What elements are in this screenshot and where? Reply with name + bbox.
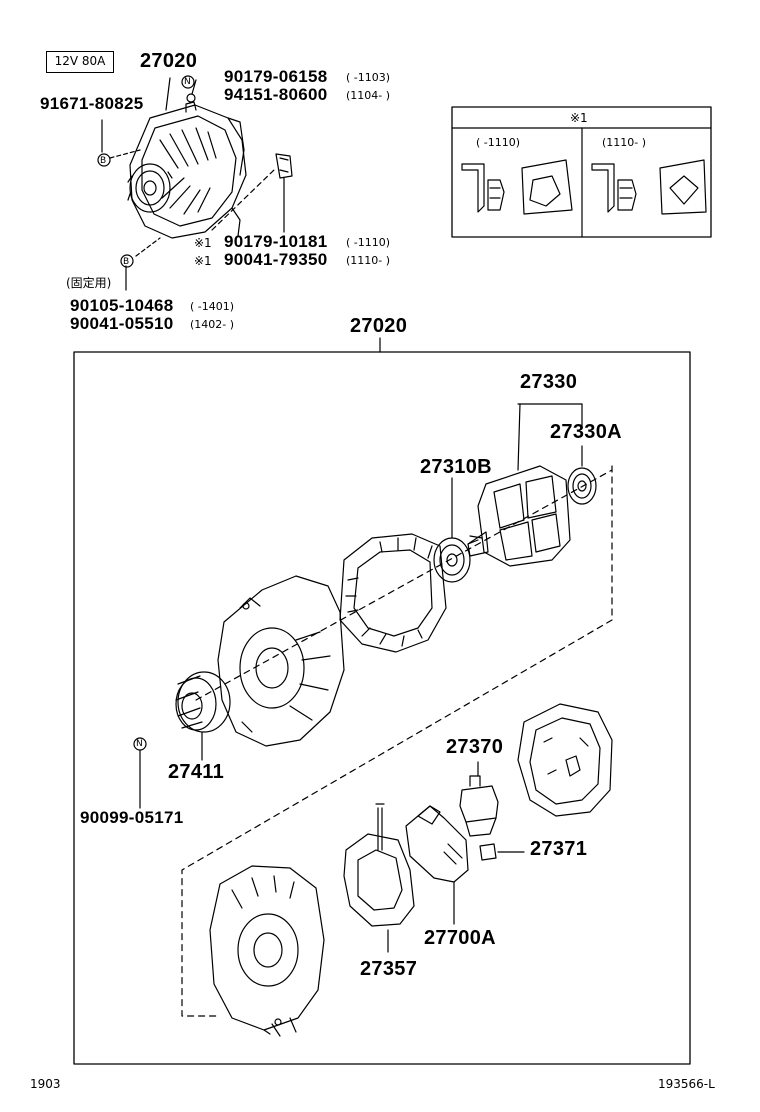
part-90105-10468[interactable]: 90105-10468	[70, 296, 174, 315]
part-27310B[interactable]: 27310B	[420, 456, 492, 478]
footer-right-code: 193566-L	[658, 1077, 715, 1091]
inset-title: ※1	[570, 111, 588, 125]
part-90179-06158[interactable]: 90179-06158	[224, 67, 328, 86]
alternator-assembly-drawing	[101, 77, 293, 291]
marker-b-lower: B	[123, 257, 130, 267]
fixing-note: (固定用)	[66, 276, 112, 290]
bearing-drawing	[433, 477, 471, 583]
part-27357[interactable]: 27357	[360, 958, 418, 980]
marker-circles	[97, 75, 195, 751]
part-27411[interactable]: 27411	[168, 761, 225, 783]
inset-left-range: ( -1110)	[476, 136, 521, 149]
part-90179-10181[interactable]: 90179-10181	[224, 232, 328, 251]
part-90099-05171[interactable]: 90099-05171	[80, 808, 184, 827]
pulley-drawing	[139, 671, 231, 809]
assembly-number-main[interactable]: 27020	[350, 315, 408, 337]
range-94151-80600: (1104- )	[346, 89, 391, 102]
marker-n-lower: N	[136, 739, 143, 749]
rear-end-frame-drawing	[209, 865, 325, 1037]
rectifier-drawing	[343, 803, 415, 953]
range-90179-06158: ( -1103)	[346, 71, 391, 84]
part-27371[interactable]: 27371	[530, 838, 588, 860]
inset-variant-box	[451, 106, 712, 238]
star-note-2: ※1	[194, 254, 212, 268]
range-90105-10468: ( -1401)	[190, 300, 235, 313]
part-27330A[interactable]: 27330A	[550, 421, 622, 443]
assembly-number-top[interactable]: 27020	[140, 50, 198, 72]
stator-drawing	[339, 533, 447, 653]
range-90041-05510: (1402- )	[190, 318, 235, 331]
spec-box: 12V 80A	[46, 51, 114, 73]
footer-left-code: 1903	[30, 1077, 61, 1091]
part-90041-79350[interactable]: 90041-79350	[224, 250, 328, 269]
regulator-drawing	[405, 805, 469, 925]
part-90041-05510[interactable]: 90041-05510	[70, 314, 174, 333]
rear-cover-drawing	[517, 703, 613, 817]
drive-end-frame-drawing	[217, 575, 345, 747]
brush-holder-drawing	[459, 761, 525, 861]
part-94151-80600[interactable]: 94151-80600	[224, 85, 328, 104]
marker-n-top: N	[184, 77, 191, 87]
inset-right-range: (1110- )	[602, 136, 647, 149]
star-note-1: ※1	[194, 236, 212, 250]
range-90179-10181: ( -1110)	[346, 236, 391, 249]
range-90041-79350: (1110- )	[346, 254, 391, 267]
part-27370[interactable]: 27370	[446, 736, 504, 758]
part-27700A[interactable]: 27700A	[424, 927, 496, 949]
main-assembly-frame	[73, 337, 691, 1065]
part-27330[interactable]: 27330	[520, 371, 578, 393]
part-91671-80825[interactable]: 91671-80825	[40, 94, 144, 113]
marker-b-upper: B	[100, 156, 107, 166]
